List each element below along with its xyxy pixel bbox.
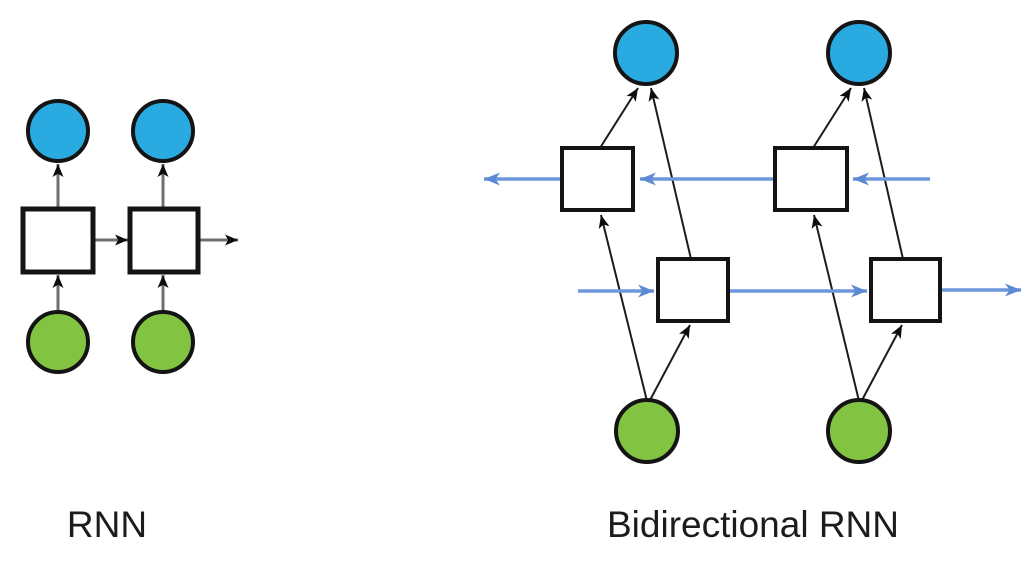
left-output-node-1 <box>26 99 90 163</box>
right-input1-to-backward1-arrow <box>598 214 648 402</box>
left-input-node-1 <box>26 310 90 374</box>
right-input2-to-forward2-arrow <box>860 324 903 403</box>
left-output-node-2 <box>131 99 195 163</box>
right-input-node-2 <box>826 398 892 464</box>
right-input1-to-forward1-arrow <box>648 324 691 403</box>
left-input-node-2 <box>131 310 195 374</box>
bidirectional-rnn-label: Bidirectional RNN <box>607 504 899 545</box>
right-backward-hidden-node-2 <box>773 146 849 212</box>
right-backward1-to-output1-arrow <box>599 87 639 149</box>
right-forward1-to-output1-arrow <box>648 87 692 260</box>
right-forward2-to-output2-arrow <box>861 87 904 260</box>
rnn-label: RNN <box>66 504 148 545</box>
edges-layer <box>52 87 1021 403</box>
right-backward2-to-output2-arrow <box>812 87 852 149</box>
right-output-node-1 <box>613 20 679 86</box>
right-backward-hidden-node-1 <box>560 146 635 212</box>
right-forward-hidden-node-1 <box>656 257 730 323</box>
right-input-node-1 <box>614 398 680 464</box>
right-forward-hidden-node-2 <box>869 257 942 323</box>
right-output-node-2 <box>826 20 892 86</box>
left-hidden-node-2 <box>127 206 201 275</box>
left-hidden-node-1 <box>20 206 96 275</box>
right-input2-to-backward2-arrow <box>811 214 860 402</box>
nodes-layer <box>20 20 942 464</box>
